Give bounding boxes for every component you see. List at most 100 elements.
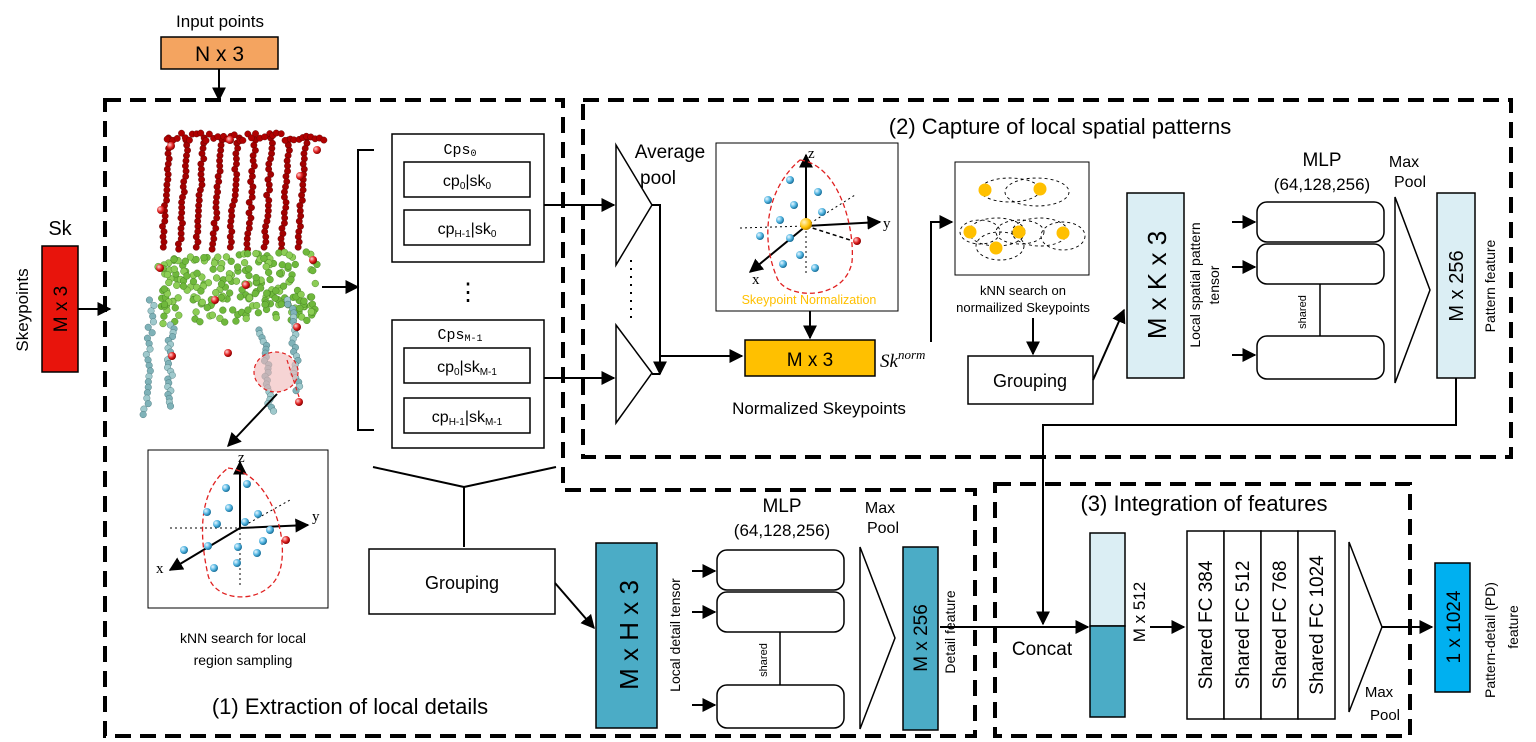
chair-seat-point: [263, 289, 271, 297]
chair-back-point: [252, 130, 259, 138]
average-pool-label-2: pool: [640, 168, 676, 189]
normalized-skeypoints-caption: Normalized Skeypoints: [732, 399, 906, 418]
shared-fc-512-label: Shared FC 512: [1233, 561, 1254, 690]
chair-seat-point: [232, 277, 241, 285]
chair-seat-point: [197, 287, 205, 295]
chair-seat-point: [193, 269, 201, 277]
mlp-bottom-layer-3: [716, 684, 845, 729]
chair-point-cloud: [139, 129, 328, 419]
normalized-neighbor-point: [790, 201, 798, 209]
knn-neighborhoods: [959, 177, 1086, 261]
chair-seat-point: [193, 294, 201, 302]
skeypoint-marker: [242, 281, 250, 289]
knn-local-label-2: region sampling: [194, 652, 293, 668]
chair-seat-point: [297, 290, 305, 299]
chair-back-point: [159, 243, 167, 251]
mlp-top-dims: (64,128,256): [1274, 175, 1370, 194]
cps-row-0: cp0|sk0: [443, 173, 492, 192]
chair-seat-point: [242, 314, 250, 323]
chair-back-point: [261, 133, 269, 141]
local-neighbor-point: [222, 484, 230, 492]
chair-back-point: [230, 131, 238, 139]
local-neighbor-point: [243, 480, 251, 488]
chair-seat-point: [212, 289, 220, 297]
chair-back-point: [202, 137, 210, 144]
chair-seat-point: [272, 287, 280, 295]
chair-seat-point: [217, 280, 226, 288]
local-skeypoint-marker: [282, 536, 290, 544]
normalized-skeypoints-shape: M x 3: [787, 350, 833, 371]
chair-seat-point: [181, 257, 189, 265]
chair-seat-point: [183, 272, 191, 280]
chair-leg-point: [145, 296, 153, 304]
local-spatial-side-label-1: Local spatial pattern: [1187, 222, 1203, 347]
local-axis-z: z: [238, 450, 245, 466]
chair-seat-point: [219, 306, 227, 314]
detail-feature-box: [902, 546, 939, 731]
chair-seat-point: [303, 316, 311, 325]
cps-ellipsis: ⋮: [456, 279, 480, 306]
chair-seat-point: [196, 318, 204, 326]
pattern-feature-label: Pattern feature: [1482, 239, 1498, 332]
chair-back-point: [277, 130, 285, 138]
knn-local-axes: [168, 460, 310, 598]
maxpool-final-trapezoid: [1348, 541, 1383, 713]
chair-seat-point: [216, 314, 224, 322]
norm-to-knn-arrow: [930, 215, 954, 342]
mlp-bottom-layer-2: [716, 591, 845, 633]
section1-border: [103, 98, 977, 738]
knn-center-point: [989, 241, 1003, 255]
chair-leg-point: [150, 301, 158, 309]
chair-leg-point: [139, 411, 147, 419]
chair-seat-point: [160, 300, 169, 309]
chair-seat-point: [308, 293, 316, 301]
skeypoints-shape: M x 3: [51, 286, 72, 332]
skeypoints-side-label: Skeypoints: [13, 268, 32, 351]
knn-normalized-inset: [954, 161, 1090, 276]
chair-seat-point: [291, 260, 299, 269]
maxpool-bottom-label-2: Pool: [867, 520, 899, 537]
mlp-top-layer-1: [1256, 201, 1385, 243]
mlp-top-layer-2: [1256, 243, 1385, 285]
chair-seat-point: [198, 298, 206, 306]
chair-back-point: [192, 243, 200, 251]
local-neighbor-point: [180, 546, 188, 554]
cps-last-title: CpsM-1: [437, 327, 482, 345]
knn-center-point: [1012, 225, 1026, 239]
norm-axis-z: z: [808, 146, 815, 162]
skeypoint-marker: [211, 296, 219, 304]
chair-seat-point: [225, 274, 233, 282]
detail-feature-label: Detail feature: [942, 590, 958, 673]
skeypoint-marker: [157, 206, 165, 214]
chair-back-point: [294, 243, 302, 251]
maxpool-bottom-label-1: Max: [865, 500, 895, 517]
maxpool-bottom-trapezoid: [859, 546, 896, 730]
chair-back-point: [239, 137, 247, 144]
section3-border: [993, 482, 1412, 738]
chair-seat-point: [192, 308, 200, 316]
cps-last-group: CpsM-1 cp0|skM-1 cpH-1|skM-1: [391, 319, 545, 449]
chair-seat-point: [244, 306, 252, 314]
local-neighbor-point: [204, 542, 212, 550]
skeypoint-marker: [224, 349, 232, 357]
chair-back-point: [175, 245, 183, 253]
chair-leg-point: [144, 400, 152, 408]
local-detail-tensor-shape: M x H x 3: [614, 580, 644, 690]
shared-fc-768-box: [1260, 530, 1299, 720]
chair-seat-point: [300, 297, 308, 305]
chair-seat-point: [222, 253, 231, 261]
shared-fc-512-box: [1223, 530, 1262, 720]
knn-center-point: [963, 225, 977, 239]
local-spatial-tensor-shape: M x K x 3: [1142, 231, 1172, 339]
chair-seat-point: [203, 304, 211, 312]
chair-seat-point: [171, 304, 179, 312]
mlp-top-shared-label: shared: [1297, 295, 1309, 329]
leg-highlight-region: [253, 351, 301, 401]
local-neighbor-point: [254, 510, 262, 518]
pd-feature-box: [1434, 562, 1471, 693]
chair-seat-point: [311, 279, 319, 288]
chair-back-point: [208, 245, 216, 253]
chair-back-point: [173, 135, 181, 142]
pattern-feature-shape: M x 256: [1446, 250, 1468, 321]
chair-seat-point: [257, 284, 265, 292]
